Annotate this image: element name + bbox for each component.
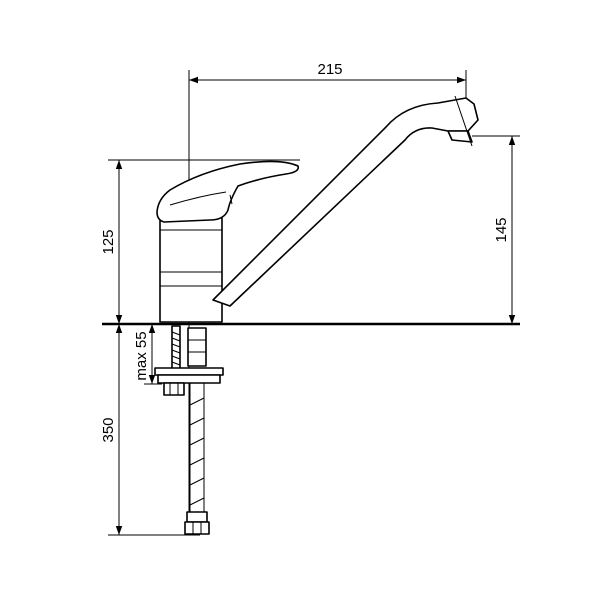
dimension-mount-max-label: max 55	[133, 331, 150, 380]
dimension-hose-length: 350	[100, 324, 200, 536]
faucet-body	[159, 217, 223, 323]
dimension-spout-height-label: 145	[493, 217, 510, 242]
lever-handle	[156, 160, 300, 223]
dimension-width: 215	[189, 61, 467, 98]
flexible-hose	[184, 383, 210, 535]
dimension-width-label: 215	[317, 61, 342, 78]
dimension-mount-max: max 55	[133, 324, 162, 385]
dimension-body-height: 125	[100, 159, 300, 324]
dimension-spout-height: 145	[472, 135, 520, 324]
dimension-body-height-label: 125	[100, 229, 117, 254]
dimension-hose-length-label: 350	[100, 417, 117, 442]
faucet-spout	[212, 95, 479, 307]
mounting-assembly	[154, 325, 224, 396]
